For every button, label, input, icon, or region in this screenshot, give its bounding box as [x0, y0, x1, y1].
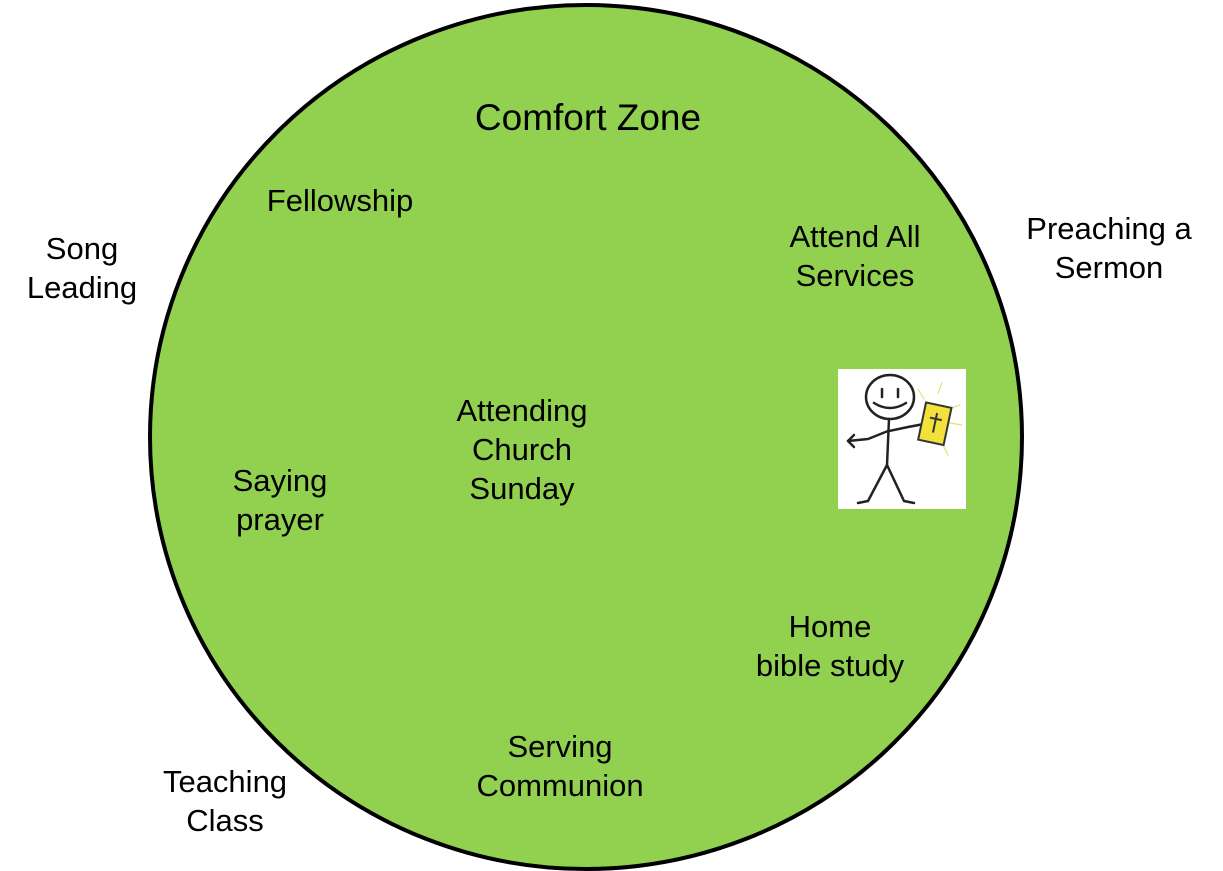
saying-prayer-line-1: Saying: [232, 463, 328, 498]
preaching-line-2: Sermon: [1054, 249, 1164, 285]
fellowship-label: Fellowship: [266, 183, 414, 218]
attending-church-line-1: Attending: [456, 393, 588, 428]
saying-prayer-label: Saying prayer: [190, 462, 370, 540]
attending-church-line-3: Sunday: [469, 470, 575, 506]
serving-line-1: Serving: [507, 729, 613, 764]
comfort-zone-title: Comfort Zone: [474, 97, 702, 138]
home-bible-study-label: Home bible study: [720, 608, 940, 686]
preaching-line-1: Preaching a: [1026, 211, 1192, 246]
teaching-line-2: Class: [186, 802, 264, 838]
stick-figure-holding-bible-icon: [838, 369, 966, 509]
preaching-sermon-label: Preaching a Sermon: [995, 210, 1223, 288]
teaching-class-label: Teaching Class: [120, 763, 330, 841]
song-leading-label: Song Leading: [0, 230, 164, 308]
song-leading-line-1: Song: [45, 231, 119, 266]
attend-all-line-1: Attend All: [789, 219, 921, 254]
home-bible-line-1: Home: [788, 609, 872, 644]
attending-church-sunday-label: Attending Church Sunday: [412, 392, 632, 508]
attending-church-line-2: Church: [472, 431, 572, 467]
serving-line-2: Communion: [476, 767, 644, 803]
home-bible-line-2: bible study: [755, 647, 905, 683]
comfort-zone-circle: [148, 3, 1024, 871]
saying-prayer-line-2: prayer: [236, 501, 324, 537]
serving-communion-label: Serving Communion: [440, 728, 680, 806]
attend-all-services-label: Attend All Services: [760, 218, 950, 296]
teaching-line-1: Teaching: [162, 764, 288, 799]
song-leading-line-2: Leading: [26, 269, 138, 305]
attend-all-line-2: Services: [795, 257, 915, 293]
